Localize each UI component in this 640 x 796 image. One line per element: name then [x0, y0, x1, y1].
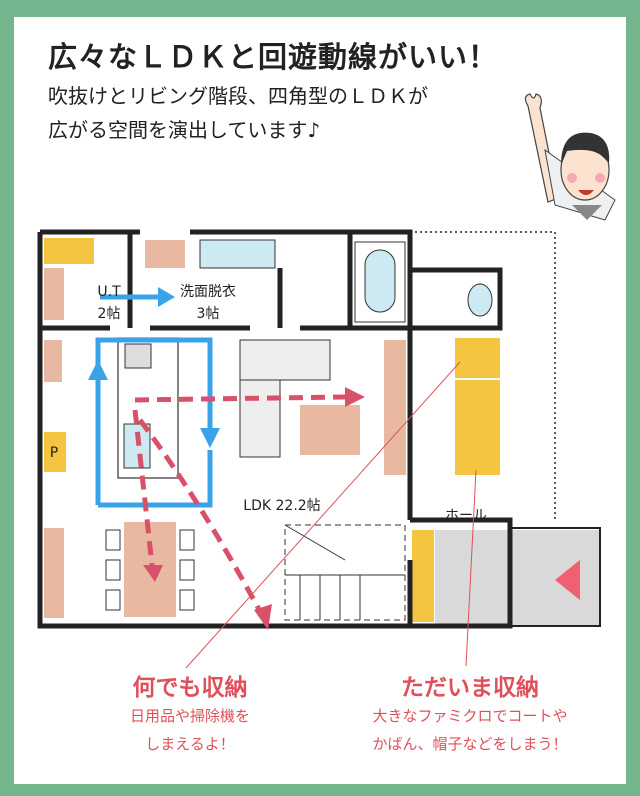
flow-arrow-icon: [254, 604, 272, 630]
flow-arrow-icon: [200, 428, 220, 448]
room-name: 洗面脱衣: [180, 284, 236, 300]
shoe-storage: [412, 530, 434, 622]
caption-title-storage: 何でも収納: [132, 675, 248, 701]
walls: [37, 229, 601, 629]
toilet: [467, 283, 493, 317]
caption-title-closet: ただいま収納: [401, 675, 539, 701]
storage-flow-path: [132, 394, 346, 617]
flow-arrow-icon: [158, 287, 175, 307]
room-label-ut: U.T 2帖: [84, 281, 134, 325]
room-size: 3帖: [196, 306, 220, 322]
caption-text-closet: 大きなファミクロでコートや かばん、帽子などをしまう！: [335, 702, 605, 758]
caption-text-storage: 日用品や掃除機を しまえるよ！: [80, 702, 300, 758]
waving-man-illustration: [524, 93, 616, 221]
caption-line: かばん、帽子などをしまう！: [372, 735, 568, 753]
caption-line: 大きなファミクロでコートや: [372, 707, 568, 725]
room-label-ldk: LDK 22.2帖: [243, 498, 321, 514]
entrance-arrow-icon: [555, 560, 580, 600]
circulation-flow-path: [95, 294, 213, 508]
room-size: 2帖: [97, 306, 121, 322]
subtitle-line-1: 吹抜けとリビング階段、四角型のＬＤＫが: [48, 84, 428, 108]
leader-line: [465, 469, 477, 667]
flow-arrow-icon: [143, 565, 163, 582]
room-name: U.T: [97, 284, 121, 300]
flow-arrow-icon: [88, 360, 108, 380]
room-label-hall: ホール: [445, 508, 487, 524]
caption-line: 日用品や掃除機を: [129, 707, 250, 725]
page-title: 広々なＬＤＫと回遊動線がいい！: [48, 40, 499, 74]
coffee-table: [300, 405, 360, 455]
sofa: [239, 371, 281, 458]
subtitle-line-2: 広がる空間を演出しています♪: [48, 118, 321, 142]
family-closet: [455, 380, 500, 475]
room-label-washroom: 洗面脱衣 3帖: [168, 281, 248, 325]
caption-line: しまえるよ！: [145, 735, 235, 753]
room-label-pantry: P: [49, 445, 59, 461]
flow-arrow-icon: [345, 387, 365, 407]
stairs: [284, 524, 406, 621]
leader-line: [185, 361, 461, 669]
bathtub: [364, 249, 396, 313]
